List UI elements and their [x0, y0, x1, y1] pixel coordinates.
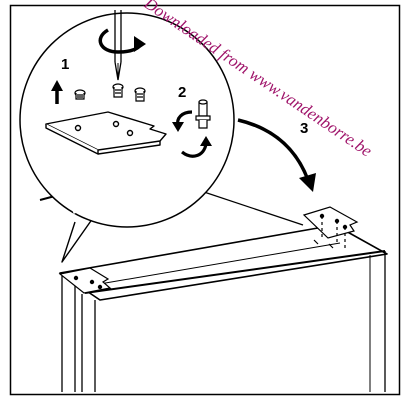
step-label-3: 3 [300, 120, 308, 137]
step-label-1: 1 [61, 56, 69, 73]
step-label-2: 2 [178, 84, 186, 101]
